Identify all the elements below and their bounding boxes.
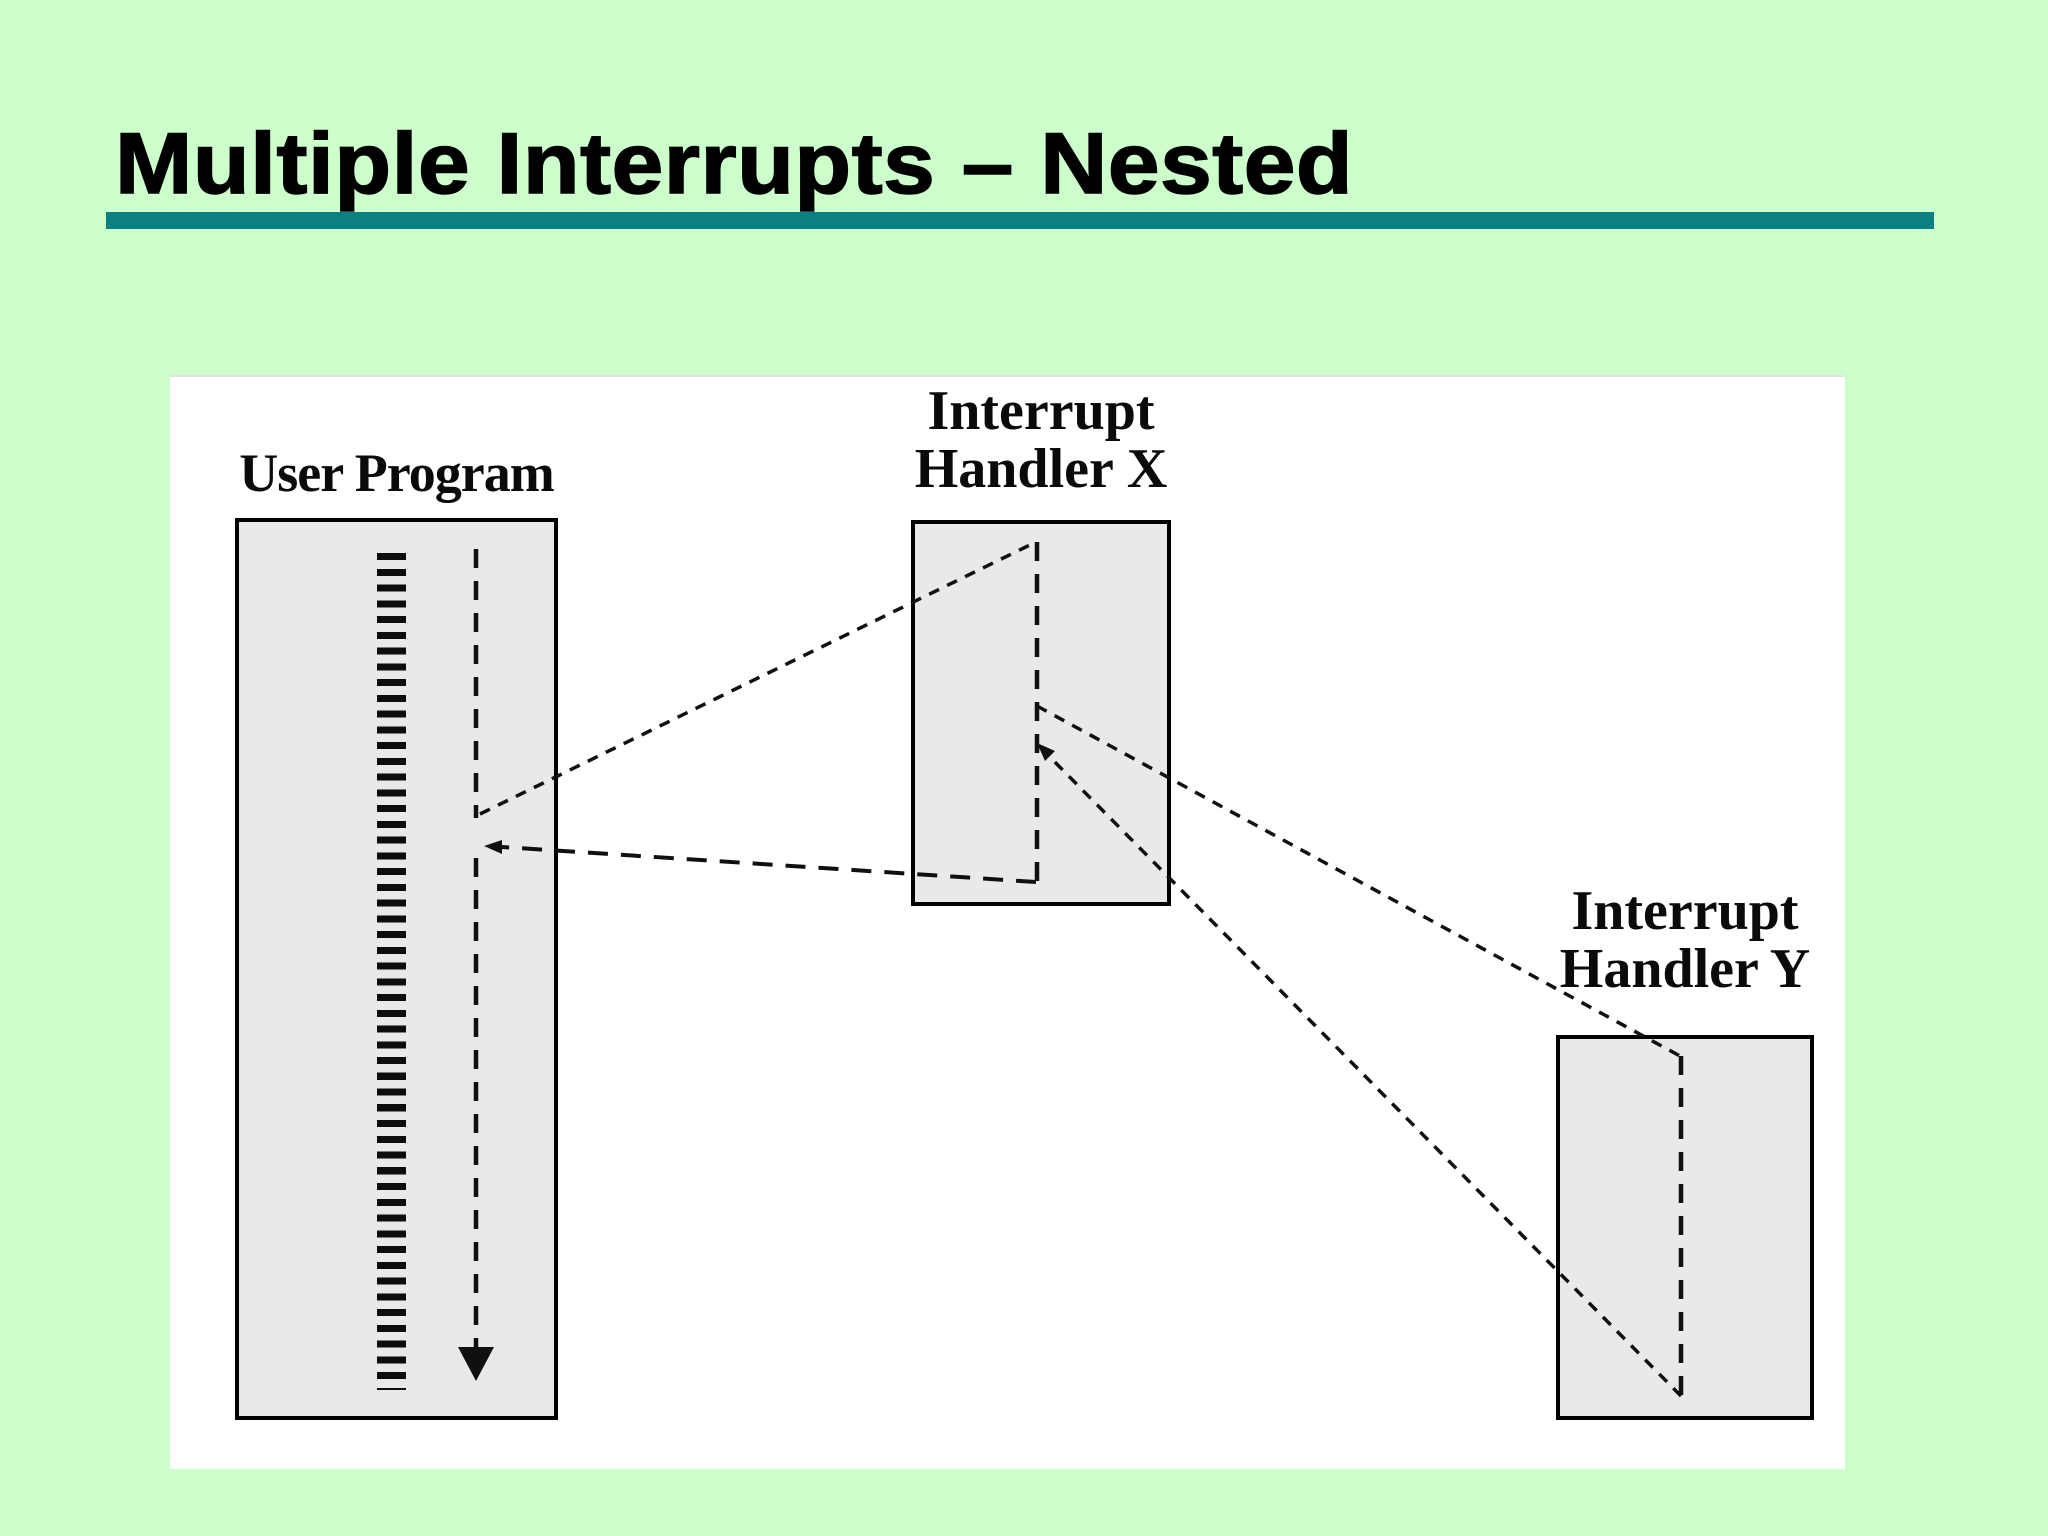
interrupt-handler-y-label-line1: Interrupt <box>1571 880 1799 942</box>
interrupt-handler-x-label-line2: Handler X <box>914 438 1168 500</box>
interrupt-handler-y-label-line2: Handler Y <box>1559 938 1811 1000</box>
interrupt-handler-y-box <box>1556 1035 1814 1420</box>
program-code-hatch <box>377 553 406 1390</box>
interrupt-handler-y-label: Interrupt Handler Y <box>1556 882 1814 998</box>
user-program-label: User Program <box>239 443 554 503</box>
title-underline-rule <box>106 212 1934 229</box>
interrupt-handler-x-box <box>911 520 1171 906</box>
slide-title: Multiple Interrupts – Nested <box>114 116 1354 212</box>
interrupt-handler-x-label-line1: Interrupt <box>927 380 1155 442</box>
interrupt-handler-x-label: Interrupt Handler X <box>911 382 1171 498</box>
